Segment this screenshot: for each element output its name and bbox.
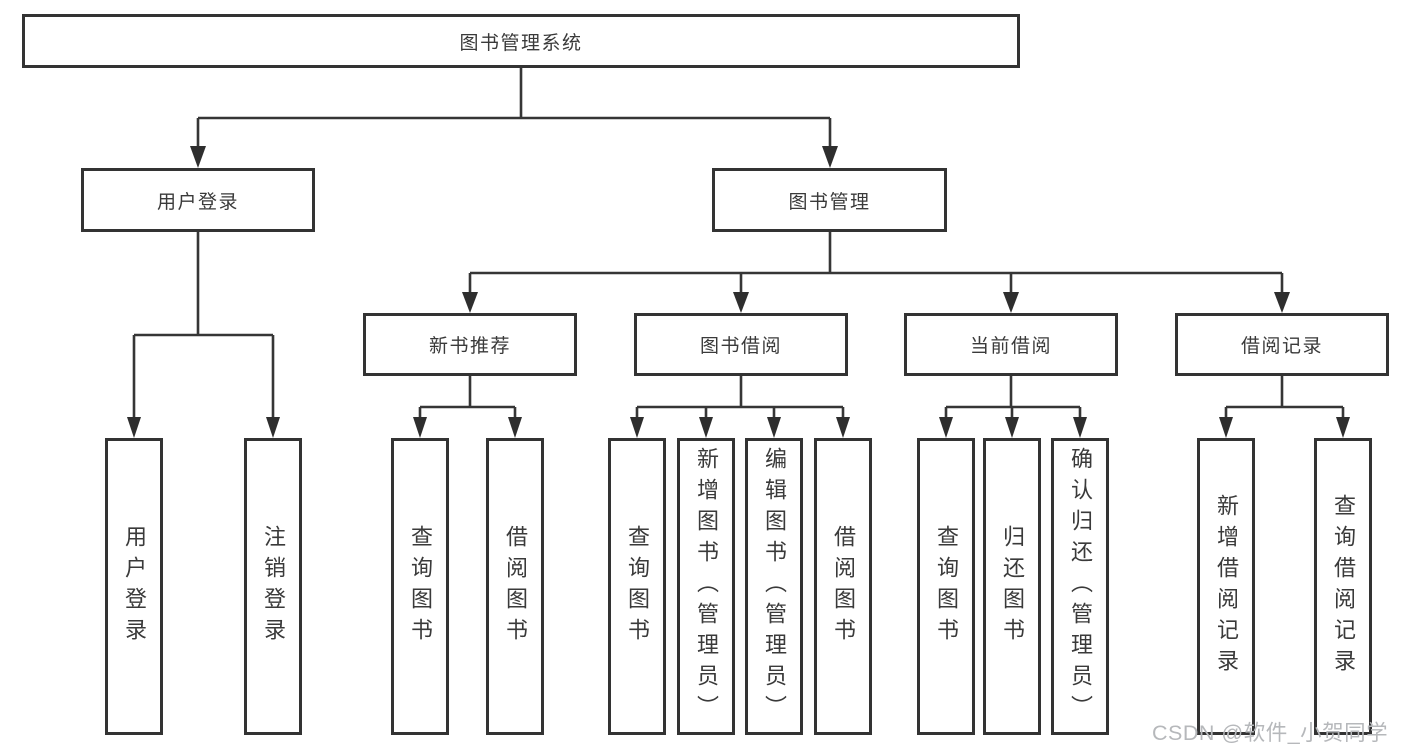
arrowhead-user-login — [190, 146, 206, 168]
arrowhead-query-record — [1336, 417, 1350, 438]
connector-book-mgmt-branch — [468, 232, 1284, 295]
csdn-watermark: CSDN @软件_小贺同学 — [1152, 721, 1389, 745]
node-library-management-system: 图书管理系统 — [22, 14, 1020, 68]
arrowhead-recommend-borrow — [508, 417, 522, 438]
leaf-label: 查询图书 — [408, 524, 433, 649]
node-label: 用户登录 — [156, 191, 239, 213]
arrowhead-current-borrow — [1003, 292, 1019, 313]
connector-root-to-level2 — [196, 68, 832, 148]
leaf-label: 用户登录 — [122, 524, 147, 649]
leaf-label: 新增借阅记录 — [1214, 493, 1239, 680]
connector-recommend-group — [418, 376, 517, 420]
node-label: 图书管理系统 — [459, 32, 583, 54]
node-book-management: 图书管理 — [712, 168, 947, 232]
arrowhead-add-record — [1219, 417, 1233, 438]
arrowhead-book-borrow — [733, 292, 749, 313]
leaf-label: 归还图书 — [1000, 524, 1025, 649]
leaf-query-books-borrow: 查询图书 — [608, 438, 666, 735]
arrowhead-current-query — [939, 417, 953, 438]
node-label: 图书借阅 — [699, 336, 782, 357]
leaf-query-borrow-record: 查询借阅记录 — [1314, 438, 1372, 735]
leaf-label: 确认归还（管理员） — [1068, 447, 1093, 726]
leaf-confirm-return-admin: 确认归还（管理员） — [1051, 438, 1109, 735]
arrowhead-borrow-records — [1274, 292, 1290, 313]
connector-current-group — [944, 376, 1082, 420]
leaf-borrow-books-recommend: 借阅图书 — [486, 438, 544, 735]
node-label: 当前借阅 — [969, 336, 1052, 357]
leaf-query-books-current: 查询图书 — [917, 438, 975, 735]
arrowhead-book-mgmt — [822, 146, 838, 168]
leaf-add-book-admin: 新增图书（管理员） — [677, 438, 735, 735]
node-new-book-recommend: 新书推荐 — [363, 313, 577, 376]
leaf-label: 查询借阅记录 — [1331, 493, 1356, 680]
arrowhead-return-book — [1005, 417, 1019, 438]
leaf-label: 编辑图书（管理员） — [762, 447, 787, 726]
leaf-label: 借阅图书 — [503, 524, 528, 649]
arrowhead-confirm-return — [1073, 417, 1087, 438]
leaf-label: 借阅图书 — [831, 524, 856, 649]
connector-borrow-group — [635, 376, 845, 420]
arrowhead-add-book — [699, 417, 713, 438]
node-user-login: 用户登录 — [81, 168, 315, 232]
node-borrow-records: 借阅记录 — [1175, 313, 1389, 376]
node-label: 新书推荐 — [428, 336, 511, 357]
connector-records-group — [1224, 376, 1345, 420]
node-book-borrow: 图书借阅 — [634, 313, 848, 376]
node-label: 图书管理 — [788, 191, 871, 213]
leaf-label: 注销登录 — [261, 524, 286, 649]
leaf-label: 查询图书 — [934, 524, 959, 649]
leaf-label: 新增图书（管理员） — [694, 447, 719, 726]
leaf-query-books-recommend: 查询图书 — [391, 438, 449, 735]
leaf-return-book: 归还图书 — [983, 438, 1041, 735]
arrowhead-leaf-logout — [266, 417, 280, 438]
arrowhead-new-book-recommend — [462, 292, 478, 313]
leaf-edit-book-admin: 编辑图书（管理员） — [745, 438, 803, 735]
arrowhead-recommend-query — [413, 417, 427, 438]
connector-user-login-branch — [132, 232, 275, 420]
leaf-logout: 注销登录 — [244, 438, 302, 735]
arrowhead-borrow-query — [630, 417, 644, 438]
leaf-borrow-books-borrow: 借阅图书 — [814, 438, 872, 735]
arrowhead-edit-book — [767, 417, 781, 438]
node-current-borrow: 当前借阅 — [904, 313, 1118, 376]
leaf-add-borrow-record: 新增借阅记录 — [1197, 438, 1255, 735]
leaf-user-login: 用户登录 — [105, 438, 163, 735]
node-label: 借阅记录 — [1240, 336, 1323, 357]
arrowhead-leaf-user-login — [127, 417, 141, 438]
leaf-label: 查询图书 — [625, 524, 650, 649]
arrowhead-borrow-book — [836, 417, 850, 438]
